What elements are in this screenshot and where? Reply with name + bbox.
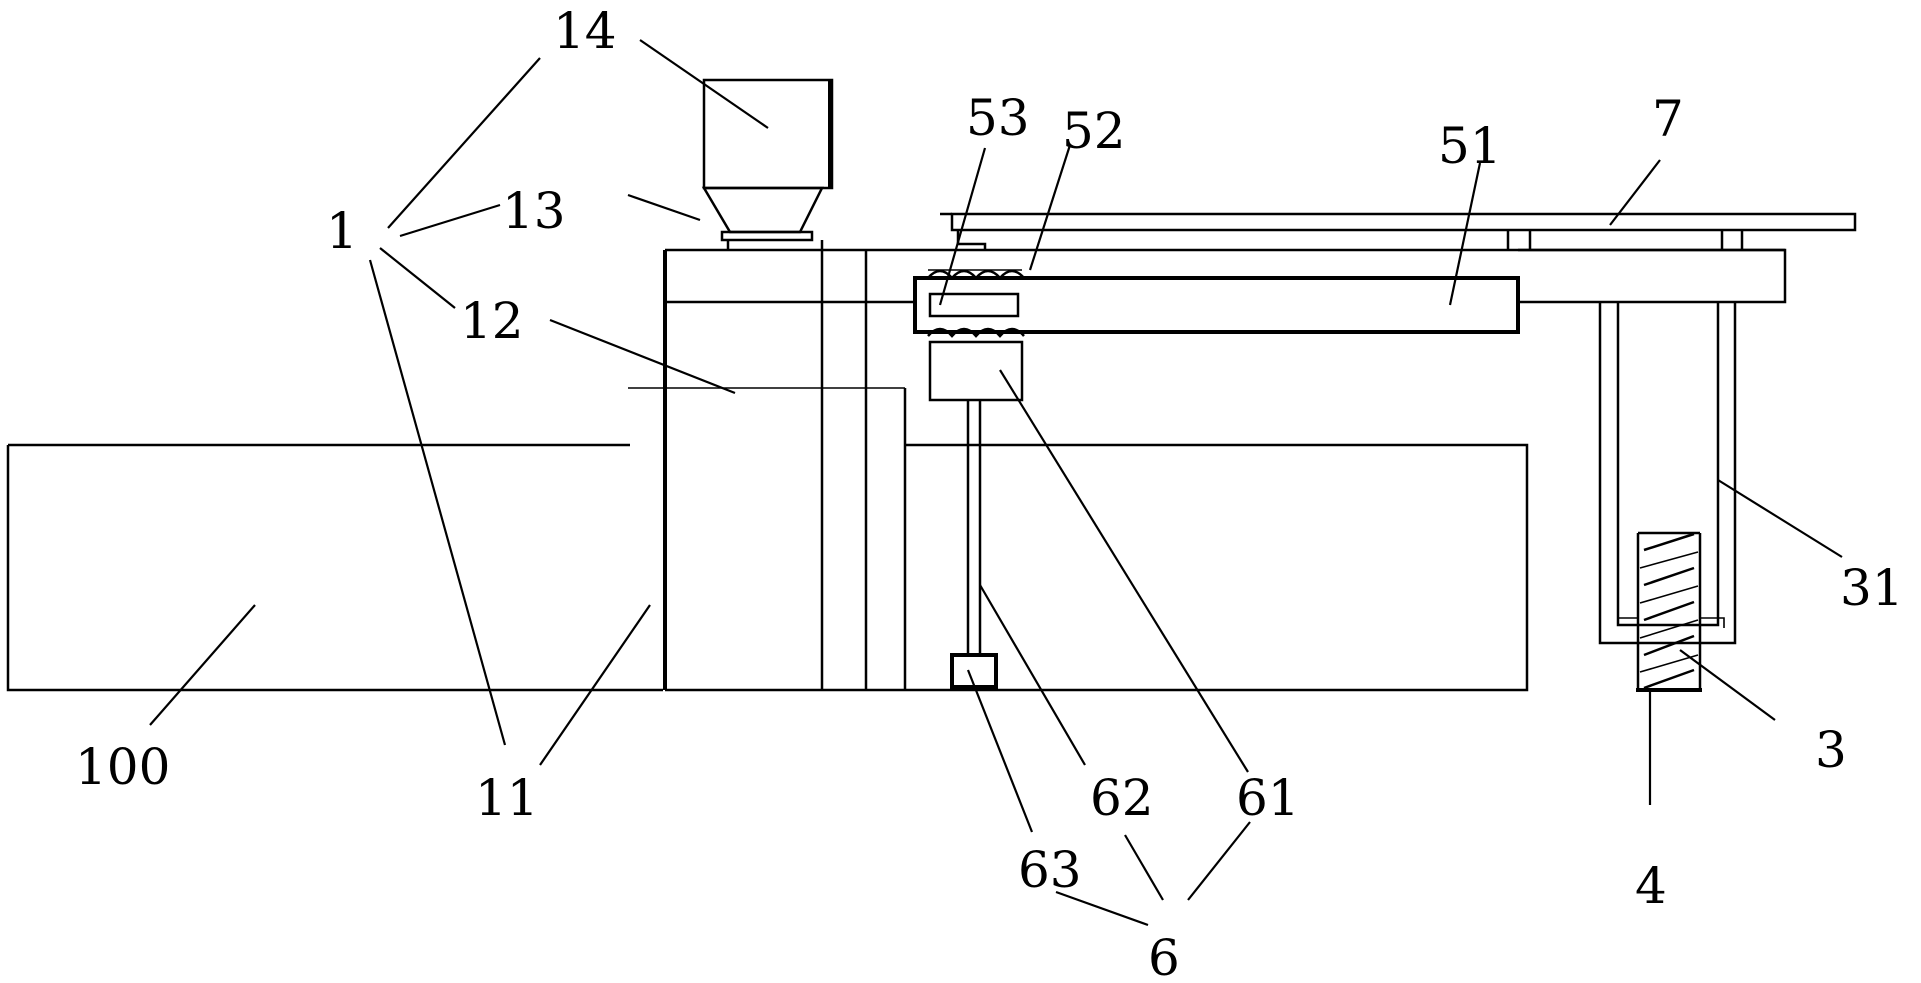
part-14-hopper — [701, 78, 834, 250]
label-53: 53 — [966, 89, 1030, 147]
label-1: 1 — [326, 202, 358, 260]
part-3-screw — [1636, 531, 1702, 690]
label-52: 52 — [1062, 102, 1126, 160]
part-12-guide-rod — [628, 387, 907, 690]
label-6: 6 — [1148, 929, 1180, 983]
label-7: 7 — [1652, 90, 1684, 148]
leader-lines — [149, 39, 1843, 927]
part-100-base-table — [6, 443, 1529, 692]
part-7-top-rail — [940, 212, 1857, 250]
label-100: 100 — [75, 738, 170, 796]
label-63: 63 — [1018, 841, 1082, 899]
part-62-push-rod — [966, 400, 982, 655]
right-crossbeam — [1516, 248, 1787, 304]
label-12: 12 — [460, 292, 524, 350]
label-4: 4 — [1635, 857, 1667, 915]
label-14: 14 — [553, 2, 617, 60]
label-31: 31 — [1840, 559, 1904, 617]
part-51-slider-block — [913, 276, 1520, 334]
label-3: 3 — [1815, 721, 1847, 779]
label-11: 11 — [475, 769, 539, 827]
part-53-sensor-window — [928, 292, 1020, 318]
label-13: 13 — [502, 182, 566, 240]
part-31-u-bracket — [1598, 302, 1737, 645]
part-61-actuator-housing — [928, 340, 1024, 402]
part-11-frame-column — [663, 250, 905, 692]
part-52-spring — [927, 269, 1025, 338]
label-51: 51 — [1438, 117, 1502, 175]
label-61: 61 — [1236, 769, 1300, 827]
label-62: 62 — [1090, 769, 1154, 827]
